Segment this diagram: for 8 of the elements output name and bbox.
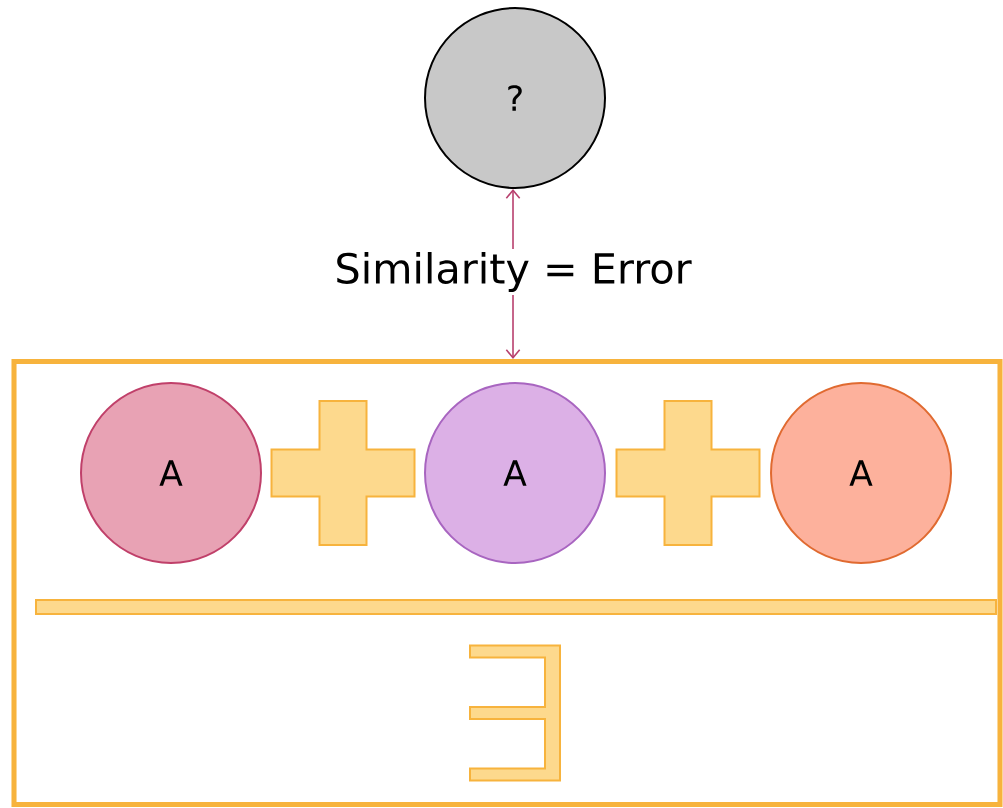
horizontal-bar (35, 599, 997, 615)
equation-text: Similarity = Error (337, 252, 692, 292)
arrow (505, 189, 521, 250)
frame-box (11, 359, 1003, 807)
bracket-shape (469, 644, 561, 782)
plus-sign (615, 400, 761, 546)
arrow (505, 294, 521, 359)
plus-sign (270, 400, 416, 546)
